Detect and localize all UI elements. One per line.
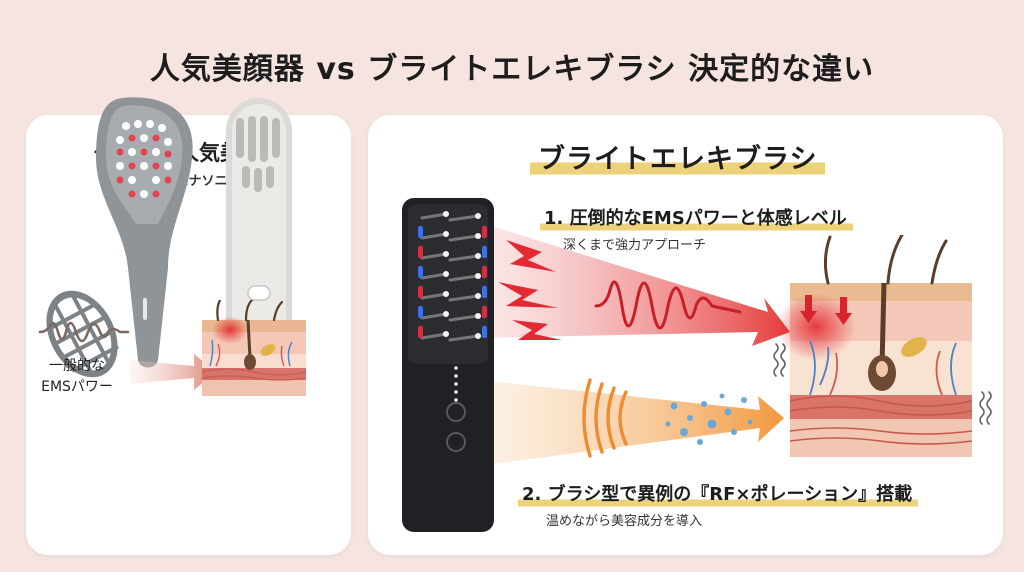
feature1-subtitle: 深くまで強力アプローチ	[563, 238, 707, 253]
facial-device-white-icon	[226, 98, 292, 356]
page-title: 人気美顔器 vs ブライトエレキブラシ 決定的な違い	[149, 52, 875, 87]
weak-ems-wave-icon	[38, 321, 130, 343]
mode-button-icon	[446, 432, 466, 452]
common-ems-caption: 一般的な EMSパワー	[22, 356, 132, 398]
power-button-icon	[446, 402, 466, 422]
lightning-bolt-icon	[498, 240, 562, 340]
feature2-subtitle: 温めながら美容成分を導入	[546, 514, 703, 529]
brush-bristles-icon	[420, 211, 481, 342]
power-level-indicator-icon	[454, 366, 458, 402]
feature2-title: 2. ブラシ型で異例の『RF×ポレーション』搭載	[518, 480, 919, 508]
common-ems-caption-line2: EMSパワー	[41, 379, 113, 395]
bright-elekibrush-device-icon	[402, 198, 494, 532]
skin-cross-section-large-icon	[780, 235, 973, 457]
rf-beam-arrow-icon	[478, 378, 784, 466]
ems-beam-arrow-icon	[478, 222, 790, 346]
weak-ems-arrow-icon	[130, 354, 216, 390]
common-ems-caption-line1: 一般的な	[49, 358, 105, 374]
product-brand-heading: ブライトエレキブラシ	[530, 137, 826, 178]
vibration-marks-left-icon	[773, 343, 786, 377]
skin-cross-section-small-icon	[202, 300, 306, 396]
feature1-title: 1. 圧倒的なEMSパワーと体感レベル	[540, 204, 853, 232]
vibration-marks-right-icon	[979, 391, 992, 425]
led-lights-icon	[418, 226, 487, 338]
energy-beams-illustration	[478, 222, 790, 466]
